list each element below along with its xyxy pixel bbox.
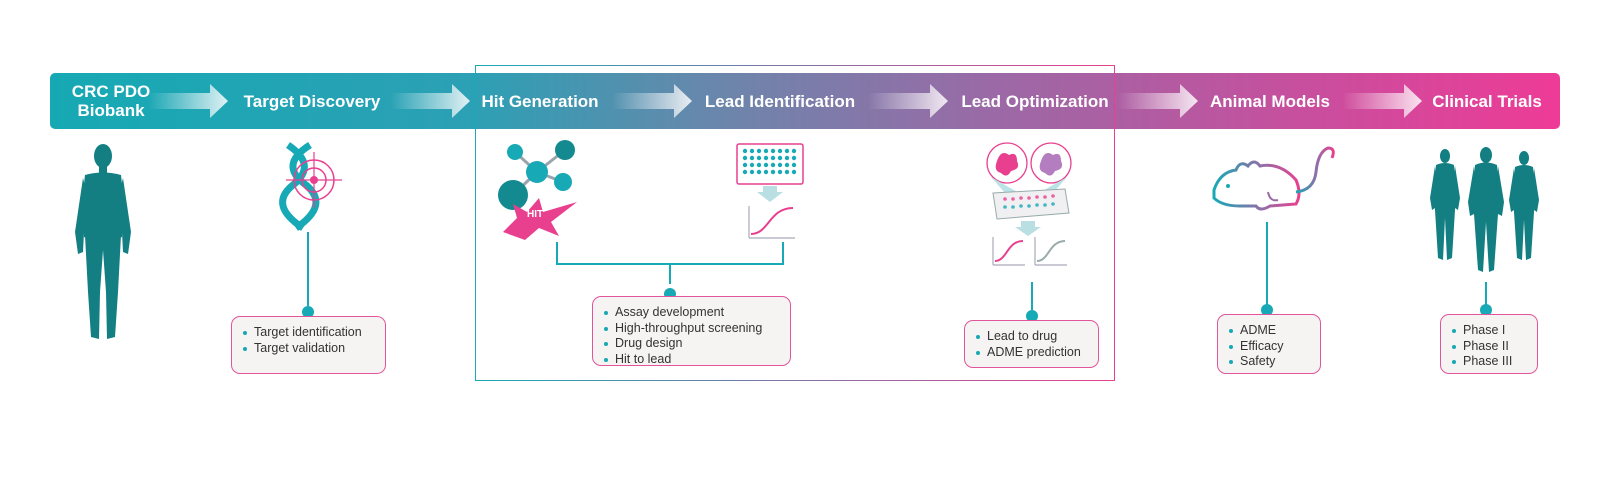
connector-line xyxy=(1031,282,1033,310)
connector-line xyxy=(1485,282,1487,308)
list-item: Phase I xyxy=(1451,323,1527,339)
microplate-icon xyxy=(736,143,804,239)
list-item: Drug design xyxy=(603,336,780,352)
list-item: Phase III xyxy=(1451,354,1527,370)
arrow-icon xyxy=(148,84,228,118)
people-icon xyxy=(1430,147,1539,272)
connector-dot xyxy=(1261,304,1273,316)
stage-biobank-line2: Biobank xyxy=(77,101,145,120)
animal-box: ADME Efficacy Safety xyxy=(1217,314,1321,374)
arrow-icon xyxy=(390,84,470,118)
list-item: Safety xyxy=(1228,354,1310,370)
target-box: Target identification Target validation xyxy=(231,316,386,374)
list-item: Phase II xyxy=(1451,339,1527,355)
human-figure-icon xyxy=(75,144,131,339)
list-item: Hit to lead xyxy=(603,352,780,368)
hit-box: Assay development High-throughput screen… xyxy=(592,296,791,366)
connector-dot xyxy=(1480,304,1492,316)
list-item: ADME xyxy=(1228,323,1310,339)
connector-dot xyxy=(302,306,314,318)
list-item: ADME prediction xyxy=(975,345,1088,361)
list-item: Efficacy xyxy=(1228,339,1310,355)
list-item: Target validation xyxy=(242,341,375,357)
arrow-icon xyxy=(1118,84,1198,118)
dna-target-icon xyxy=(279,142,342,231)
bracket-connector xyxy=(556,242,784,284)
arrow-icon xyxy=(1342,84,1422,118)
stage-biobank: CRC PDO Biobank xyxy=(56,73,166,129)
connector-dot xyxy=(1026,310,1038,322)
stage-target-discovery: Target Discovery xyxy=(243,91,381,111)
connector-line xyxy=(307,232,309,306)
list-item: High-throughput screening xyxy=(603,321,780,337)
hit-badge: HIT xyxy=(527,209,544,220)
clinical-box: Phase I Phase II Phase III xyxy=(1440,314,1538,374)
stage-biobank-line1: CRC PDO xyxy=(71,82,151,101)
stage-clinical-trials: Clinical Trials xyxy=(1432,91,1542,111)
connector-line xyxy=(1266,222,1268,306)
lead-box: Lead to drug ADME prediction xyxy=(964,320,1099,368)
mouse-icon xyxy=(1212,146,1335,211)
stage-animal-models: Animal Models xyxy=(1210,91,1330,111)
organoid-icon xyxy=(986,142,1072,266)
list-item: Assay development xyxy=(603,305,780,321)
list-item: Target identification xyxy=(242,325,375,341)
molecule-icon xyxy=(498,140,577,240)
list-item: Lead to drug xyxy=(975,329,1088,345)
